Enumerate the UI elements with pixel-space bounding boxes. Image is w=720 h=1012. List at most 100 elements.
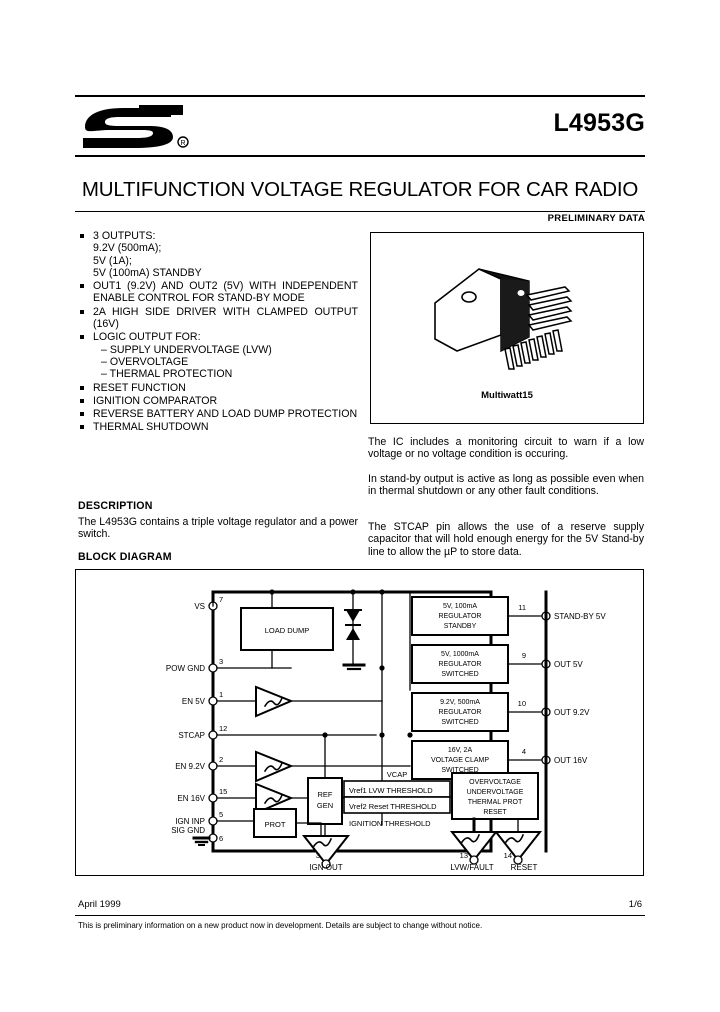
bullet-icon bbox=[80, 398, 84, 403]
pin-number-en-16v: 15 bbox=[219, 787, 227, 796]
footer-note: This is preliminary information on a new… bbox=[78, 921, 483, 930]
feature-line: THERMAL SHUTDOWN bbox=[93, 421, 209, 434]
pin-number-pow-gnd: 3 bbox=[219, 657, 223, 666]
pin-label-out-16v: OUT 16V bbox=[554, 756, 588, 765]
block-label-prot: PROT bbox=[265, 820, 286, 829]
features-list: 3 OUTPUTS: 9.2V (500mA); 5V (1A); 5V (10… bbox=[78, 230, 358, 435]
threshold-label-lvw: Vref1 LVW THRESHOLD bbox=[349, 786, 433, 795]
feature-subline: – SUPPLY UNDERVOLTAGE (LVW) bbox=[101, 343, 272, 356]
pin-number-ign-out: 3 bbox=[316, 851, 320, 860]
pin-number-ign-inp: 5 bbox=[219, 810, 223, 819]
description-heading: DESCRIPTION bbox=[78, 500, 153, 512]
pin-label-sig-gnd: SIG GND bbox=[171, 826, 205, 835]
pin-number-out-92v: 10 bbox=[518, 699, 526, 708]
pin-label-en-92v: EN 9.2V bbox=[175, 762, 205, 771]
pin-number-standby-5v: 11 bbox=[518, 603, 526, 612]
block-label-load-dump: LOAD DUMP bbox=[265, 626, 310, 635]
bullet-icon bbox=[80, 385, 84, 390]
description-text: The L4953G contains a triple voltage reg… bbox=[78, 516, 358, 541]
pin-label-ign-out: IGN OUT bbox=[309, 863, 342, 871]
bullet-icon bbox=[80, 309, 84, 314]
pin-number-stcap: 12 bbox=[219, 724, 227, 733]
threshold-label-ignition: IGNITION THRESHOLD bbox=[349, 819, 431, 828]
block-label-reg-92v: SWITCHED bbox=[441, 719, 478, 726]
feature-item: IGNITION COMPARATOR bbox=[78, 395, 358, 407]
right-paragraph: In stand-by output is active as long as … bbox=[368, 473, 644, 498]
feature-item: LOGIC OUTPUT FOR: – SUPPLY UNDERVOLTAGE … bbox=[78, 331, 358, 380]
bullet-icon bbox=[80, 335, 84, 340]
feature-item: THERMAL SHUTDOWN bbox=[78, 421, 358, 433]
block-label-fault-logic: THERMAL PROT bbox=[468, 799, 523, 806]
block-label-reg-standby: STANDBY bbox=[444, 623, 477, 630]
block-label-ref-gen: GEN bbox=[317, 801, 333, 810]
pin-number-vs: 7 bbox=[219, 595, 223, 604]
st-logo: R bbox=[79, 103, 199, 149]
feature-line: LOGIC OUTPUT FOR: bbox=[93, 331, 201, 344]
pin-label-ign-inp: IGN INP bbox=[175, 817, 205, 826]
header-rule-bottom bbox=[75, 155, 645, 157]
pin-label-stcap: STCAP bbox=[178, 731, 205, 740]
pin-label-vs: VS bbox=[194, 602, 205, 611]
pin-number-en-5v: 1 bbox=[219, 690, 223, 699]
feature-subline: – THERMAL PROTECTION bbox=[101, 368, 233, 381]
block-label-fault-logic: OVERVOLTAGE bbox=[469, 779, 521, 786]
feature-line: 3 OUTPUTS: bbox=[93, 230, 156, 242]
bullet-icon bbox=[80, 234, 84, 238]
pin-label-en-16v: EN 16V bbox=[177, 794, 205, 803]
feature-line: OUT1 (9.2V) AND OUT2 (5V) WITH INDEPENDE… bbox=[93, 280, 358, 305]
pin-number-lvw-fault: 13 bbox=[460, 851, 468, 860]
block-label-reg-standby: 5V, 100mA bbox=[443, 603, 477, 610]
block-label-reg-5v: SWITCHED bbox=[441, 671, 478, 678]
multiwatt15-package-drawing bbox=[417, 251, 597, 386]
block-label-reg-5v: 5V, 1000mA bbox=[441, 651, 479, 658]
threshold-label-reset: Vref2 Reset THRESHOLD bbox=[349, 802, 437, 811]
feature-item: REVERSE BATTERY AND LOAD DUMP PROTECTION bbox=[78, 408, 358, 420]
pin-label-out-5v: OUT 5V bbox=[554, 660, 583, 669]
pin-number-out-16v: 4 bbox=[522, 747, 526, 756]
feature-item: 2A HIGH SIDE DRIVER WITH CLAMPED OUTPUT … bbox=[78, 306, 358, 331]
right-paragraph: The STCAP pin allows the use of a reserv… bbox=[368, 521, 644, 558]
pin-label-en-5v: EN 5V bbox=[182, 697, 206, 706]
block-label-reg-5v: REGULATOR bbox=[439, 661, 482, 668]
pin-label-lvw-fault: LVW/FAULT bbox=[450, 863, 493, 871]
pin-label-out-92v: OUT 9.2V bbox=[554, 708, 590, 717]
package-figure: Multiwatt15 bbox=[370, 232, 644, 424]
feature-item: 3 OUTPUTS: 9.2V (500mA); 5V (1A); 5V (10… bbox=[78, 230, 358, 279]
feature-item: RESET FUNCTION bbox=[78, 382, 358, 394]
block-label-reg-92v: REGULATOR bbox=[439, 709, 482, 716]
title-rule bbox=[75, 211, 645, 212]
feature-line: RESET FUNCTION bbox=[93, 381, 186, 394]
pin-number-out-5v: 9 bbox=[522, 651, 526, 660]
block-label-clamp-16v: 16V, 2A bbox=[448, 747, 473, 754]
feature-item: OUT1 (9.2V) AND OUT2 (5V) WITH INDEPENDE… bbox=[78, 280, 358, 305]
header-rule-top bbox=[75, 95, 645, 97]
pin-label-standby-5v: STAND-BY 5V bbox=[554, 612, 606, 621]
feature-line: 5V (1A); bbox=[93, 254, 132, 267]
block-label-ref-gen: REF bbox=[318, 790, 333, 799]
pin-label-pow-gnd: POW GND bbox=[166, 664, 205, 673]
feature-line: 5V (100mA) STANDBY bbox=[93, 266, 202, 279]
bullet-icon bbox=[80, 284, 84, 289]
part-number: L4953G bbox=[553, 109, 645, 137]
block-label-clamp-16v: VOLTAGE CLAMP bbox=[431, 757, 489, 764]
feature-line: 9.2V (500mA); bbox=[93, 242, 162, 255]
pin-number-reset: 14 bbox=[504, 851, 512, 860]
preliminary-data-label: PRELIMINARY DATA bbox=[547, 213, 645, 224]
footer-page-number: 1/6 bbox=[628, 899, 642, 910]
page-title: MULTIFUNCTION VOLTAGE REGULATOR FOR CAR … bbox=[81, 178, 639, 201]
bullet-icon bbox=[80, 412, 84, 417]
feature-line: IGNITION COMPARATOR bbox=[93, 394, 218, 407]
block-label-reg-92v: 9.2V, 500mA bbox=[440, 699, 480, 706]
footer-rule bbox=[75, 915, 645, 916]
block-label-fault-logic: RESET bbox=[483, 809, 507, 816]
footer-date: April 1999 bbox=[78, 899, 121, 910]
block-label-fault-logic: UNDERVOLTAGE bbox=[467, 789, 524, 796]
bullet-icon bbox=[80, 425, 84, 430]
package-name: Multiwatt15 bbox=[481, 390, 533, 401]
svg-text:R: R bbox=[180, 140, 185, 147]
threshold-label-vcap: VCAP bbox=[387, 770, 407, 779]
right-paragraph: The IC includes a monitoring circuit to … bbox=[368, 436, 644, 461]
feature-subline: – OVERVOLTAGE bbox=[101, 355, 189, 368]
feature-line: REVERSE BATTERY AND LOAD DUMP PROTECTION bbox=[93, 408, 358, 421]
block-label-clamp-16v: SWITCHED bbox=[441, 767, 478, 774]
